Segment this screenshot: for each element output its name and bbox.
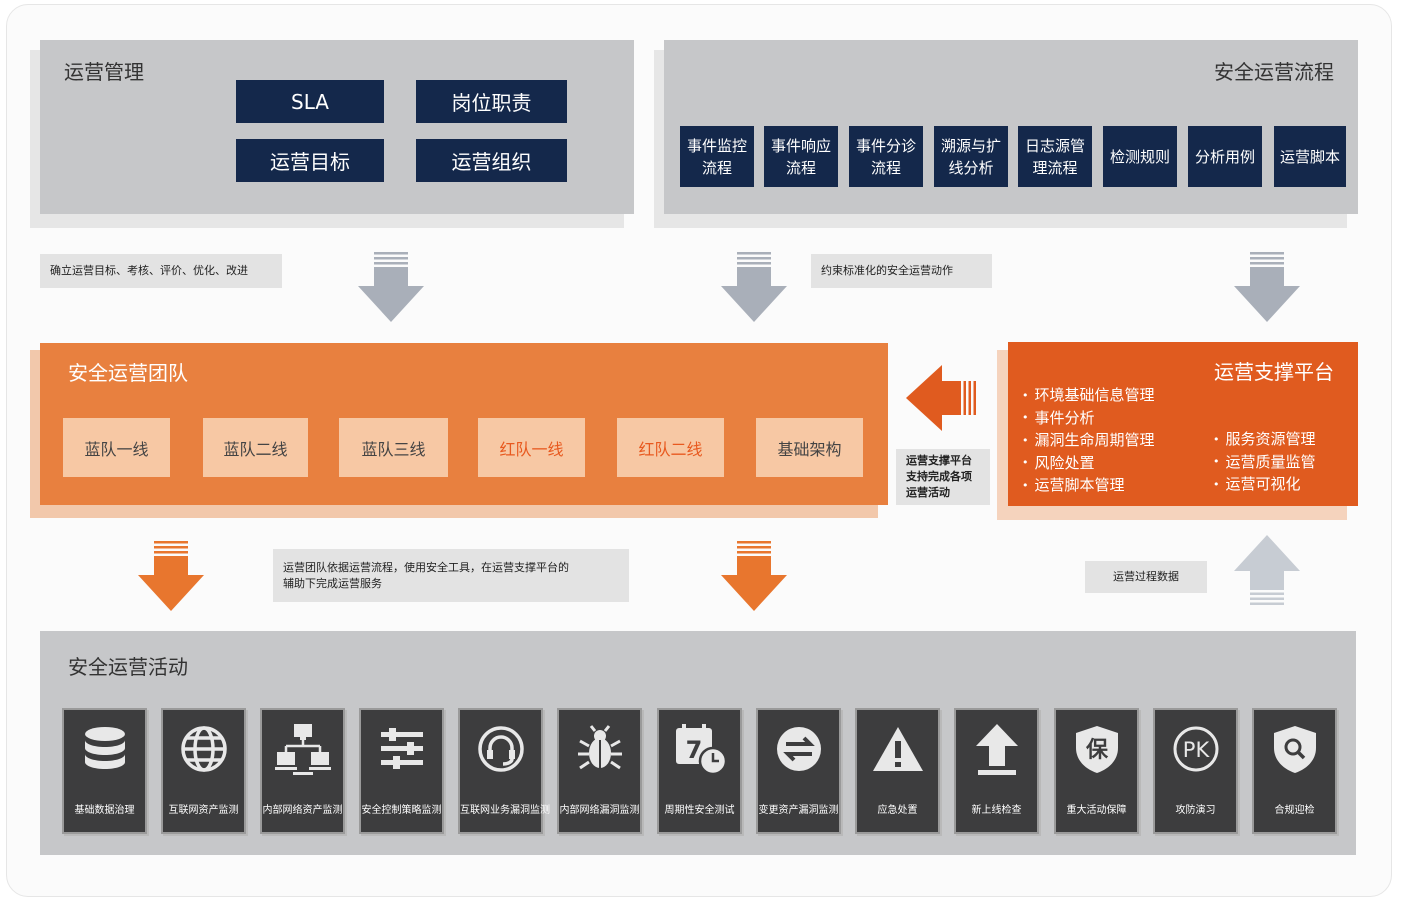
arrow-process-to-team <box>721 252 787 322</box>
platform-item: 事件分析 <box>1022 407 1155 430</box>
database-icon <box>64 718 145 780</box>
upload-icon <box>956 718 1037 780</box>
network-icon <box>262 718 343 780</box>
team-member-blue-2: 蓝队二线 <box>203 418 308 477</box>
platform-right-list: 服务资源管理 运营质量监管 运营可视化 <box>1213 428 1316 496</box>
arrow-process-to-platform <box>1234 252 1300 322</box>
exchange-icon <box>758 718 839 780</box>
activity-card: 应急处置 <box>855 708 940 834</box>
team-member-blue-1: 蓝队一线 <box>63 418 170 477</box>
team-member-red-2: 红队二线 <box>617 418 724 477</box>
platform-item: 风险处置 <box>1022 452 1155 475</box>
platform-item: 运营可视化 <box>1213 473 1316 496</box>
mgmt-note: 确立运营目标、考核、评价、优化、改进 <box>40 254 282 288</box>
activity-card: 合规迎检 <box>1252 708 1337 834</box>
activity-label: 互联网资产监测 <box>168 805 239 816</box>
shield-protect-icon: 保 <box>1056 718 1137 780</box>
data-note: 运营过程数据 <box>1085 561 1207 593</box>
process-item: 事件分诊 流程 <box>849 126 923 187</box>
arrow-platform-to-team <box>906 365 976 431</box>
team-member-red-1: 红队一线 <box>478 418 585 477</box>
team-note: 运营团队依据运营流程，使用安全工具，在运营支撑平台的 辅助下完成运营服务 <box>273 549 629 602</box>
activity-card: 基础数据治理 <box>62 708 147 834</box>
activity-label: 互联网业务漏洞监测 <box>460 805 550 816</box>
activity-card: 互联网资产监测 <box>161 708 246 834</box>
team-member-infra: 基础架构 <box>756 418 863 477</box>
mgmt-item-sla: SLA <box>236 80 384 123</box>
platform-item: 运营脚本管理 <box>1022 474 1155 497</box>
arrow-activity-to-platform <box>1234 535 1300 605</box>
activity-label: 重大活动保障 <box>1066 805 1127 816</box>
platform-left-list: 环境基础信息管理 事件分析 漏洞生命周期管理 风险处置 运营脚本管理 <box>1022 384 1155 497</box>
activity-label: 内部网络资产监测 <box>262 805 343 816</box>
platform-panel: 运营支撑平台 环境基础信息管理 事件分析 漏洞生命周期管理 风险处置 运营脚本管… <box>1008 342 1358 506</box>
process-item: 分析用例 <box>1188 126 1262 187</box>
team-panel: 安全运营团队 <box>40 343 888 505</box>
activity-label: 变更资产漏洞监测 <box>758 805 839 816</box>
pk-icon: PK <box>1155 718 1236 780</box>
svg-text:7: 7 <box>685 736 702 764</box>
bug-icon <box>559 718 640 780</box>
process-item: 事件监控 流程 <box>680 126 754 187</box>
platform-item: 漏洞生命周期管理 <box>1022 429 1155 452</box>
activity-card: PK 攻防演习 <box>1153 708 1238 834</box>
activity-label: 应急处置 <box>877 805 918 816</box>
arrow-team-to-activity-right <box>721 541 787 611</box>
process-item: 日志源管 理流程 <box>1018 126 1092 187</box>
platform-item: 环境基础信息管理 <box>1022 384 1155 407</box>
process-item: 溯源与扩 线分析 <box>934 126 1008 187</box>
activity-label: 基础数据治理 <box>74 805 135 816</box>
team-member-blue-3: 蓝队三线 <box>339 418 448 477</box>
platform-item: 运营质量监管 <box>1213 451 1316 474</box>
management-title: 运营管理 <box>64 60 144 84</box>
process-note: 约束标准化的安全运营动作 <box>811 254 992 288</box>
mgmt-item-goal: 运营目标 <box>236 139 384 182</box>
process-item: 检测规则 <box>1103 126 1177 187</box>
calendar-clock-icon: 7 <box>659 718 740 780</box>
shield-search-icon <box>1254 718 1335 780</box>
activity-card: 内部网络资产监测 <box>260 708 345 834</box>
svg-text:保: 保 <box>1084 738 1108 763</box>
activity-label: 内部网络漏洞监测 <box>559 805 640 816</box>
platform-title: 运营支撑平台 <box>1214 360 1334 384</box>
platform-item: 服务资源管理 <box>1213 428 1316 451</box>
activity-card: 内部网络漏洞监测 <box>557 708 642 834</box>
headset-icon <box>460 718 541 780</box>
arrow-team-to-activity-left <box>138 541 204 611</box>
sliders-icon <box>361 718 442 780</box>
arrow-mgmt-to-team <box>358 252 424 322</box>
activity-card: 新上线检查 <box>954 708 1039 834</box>
process-item: 运营脚本 <box>1274 126 1346 187</box>
activity-card: 保重大活动保障 <box>1054 708 1139 834</box>
activity-label: 安全控制策略监测 <box>361 805 442 816</box>
activity-card: 7 周期性安全测试 <box>657 708 742 834</box>
activities-title: 安全运营活动 <box>68 655 188 679</box>
activity-card: 变更资产漏洞监测 <box>756 708 841 834</box>
warning-icon <box>857 718 938 780</box>
process-title: 安全运营流程 <box>1214 60 1334 84</box>
activity-label: 周期性安全测试 <box>664 805 735 816</box>
activity-label: 新上线检查 <box>971 805 1022 816</box>
activity-label: 合规迎检 <box>1274 805 1315 816</box>
platform-note: 运营支撑平台 支持完成各项 运营活动 <box>896 449 990 505</box>
mgmt-item-org: 运营组织 <box>416 139 567 182</box>
team-title: 安全运营团队 <box>68 361 188 385</box>
globe-icon <box>163 718 244 780</box>
mgmt-item-duty: 岗位职责 <box>416 80 567 123</box>
management-panel: 运营管理 <box>40 40 634 214</box>
process-item: 事件响应 流程 <box>764 126 838 187</box>
activity-card: 互联网业务漏洞监测 <box>458 708 550 834</box>
svg-text:PK: PK <box>1182 738 1210 762</box>
activity-card: 安全控制策略监测 <box>359 708 444 834</box>
activity-label: 攻防演习 <box>1175 805 1216 816</box>
